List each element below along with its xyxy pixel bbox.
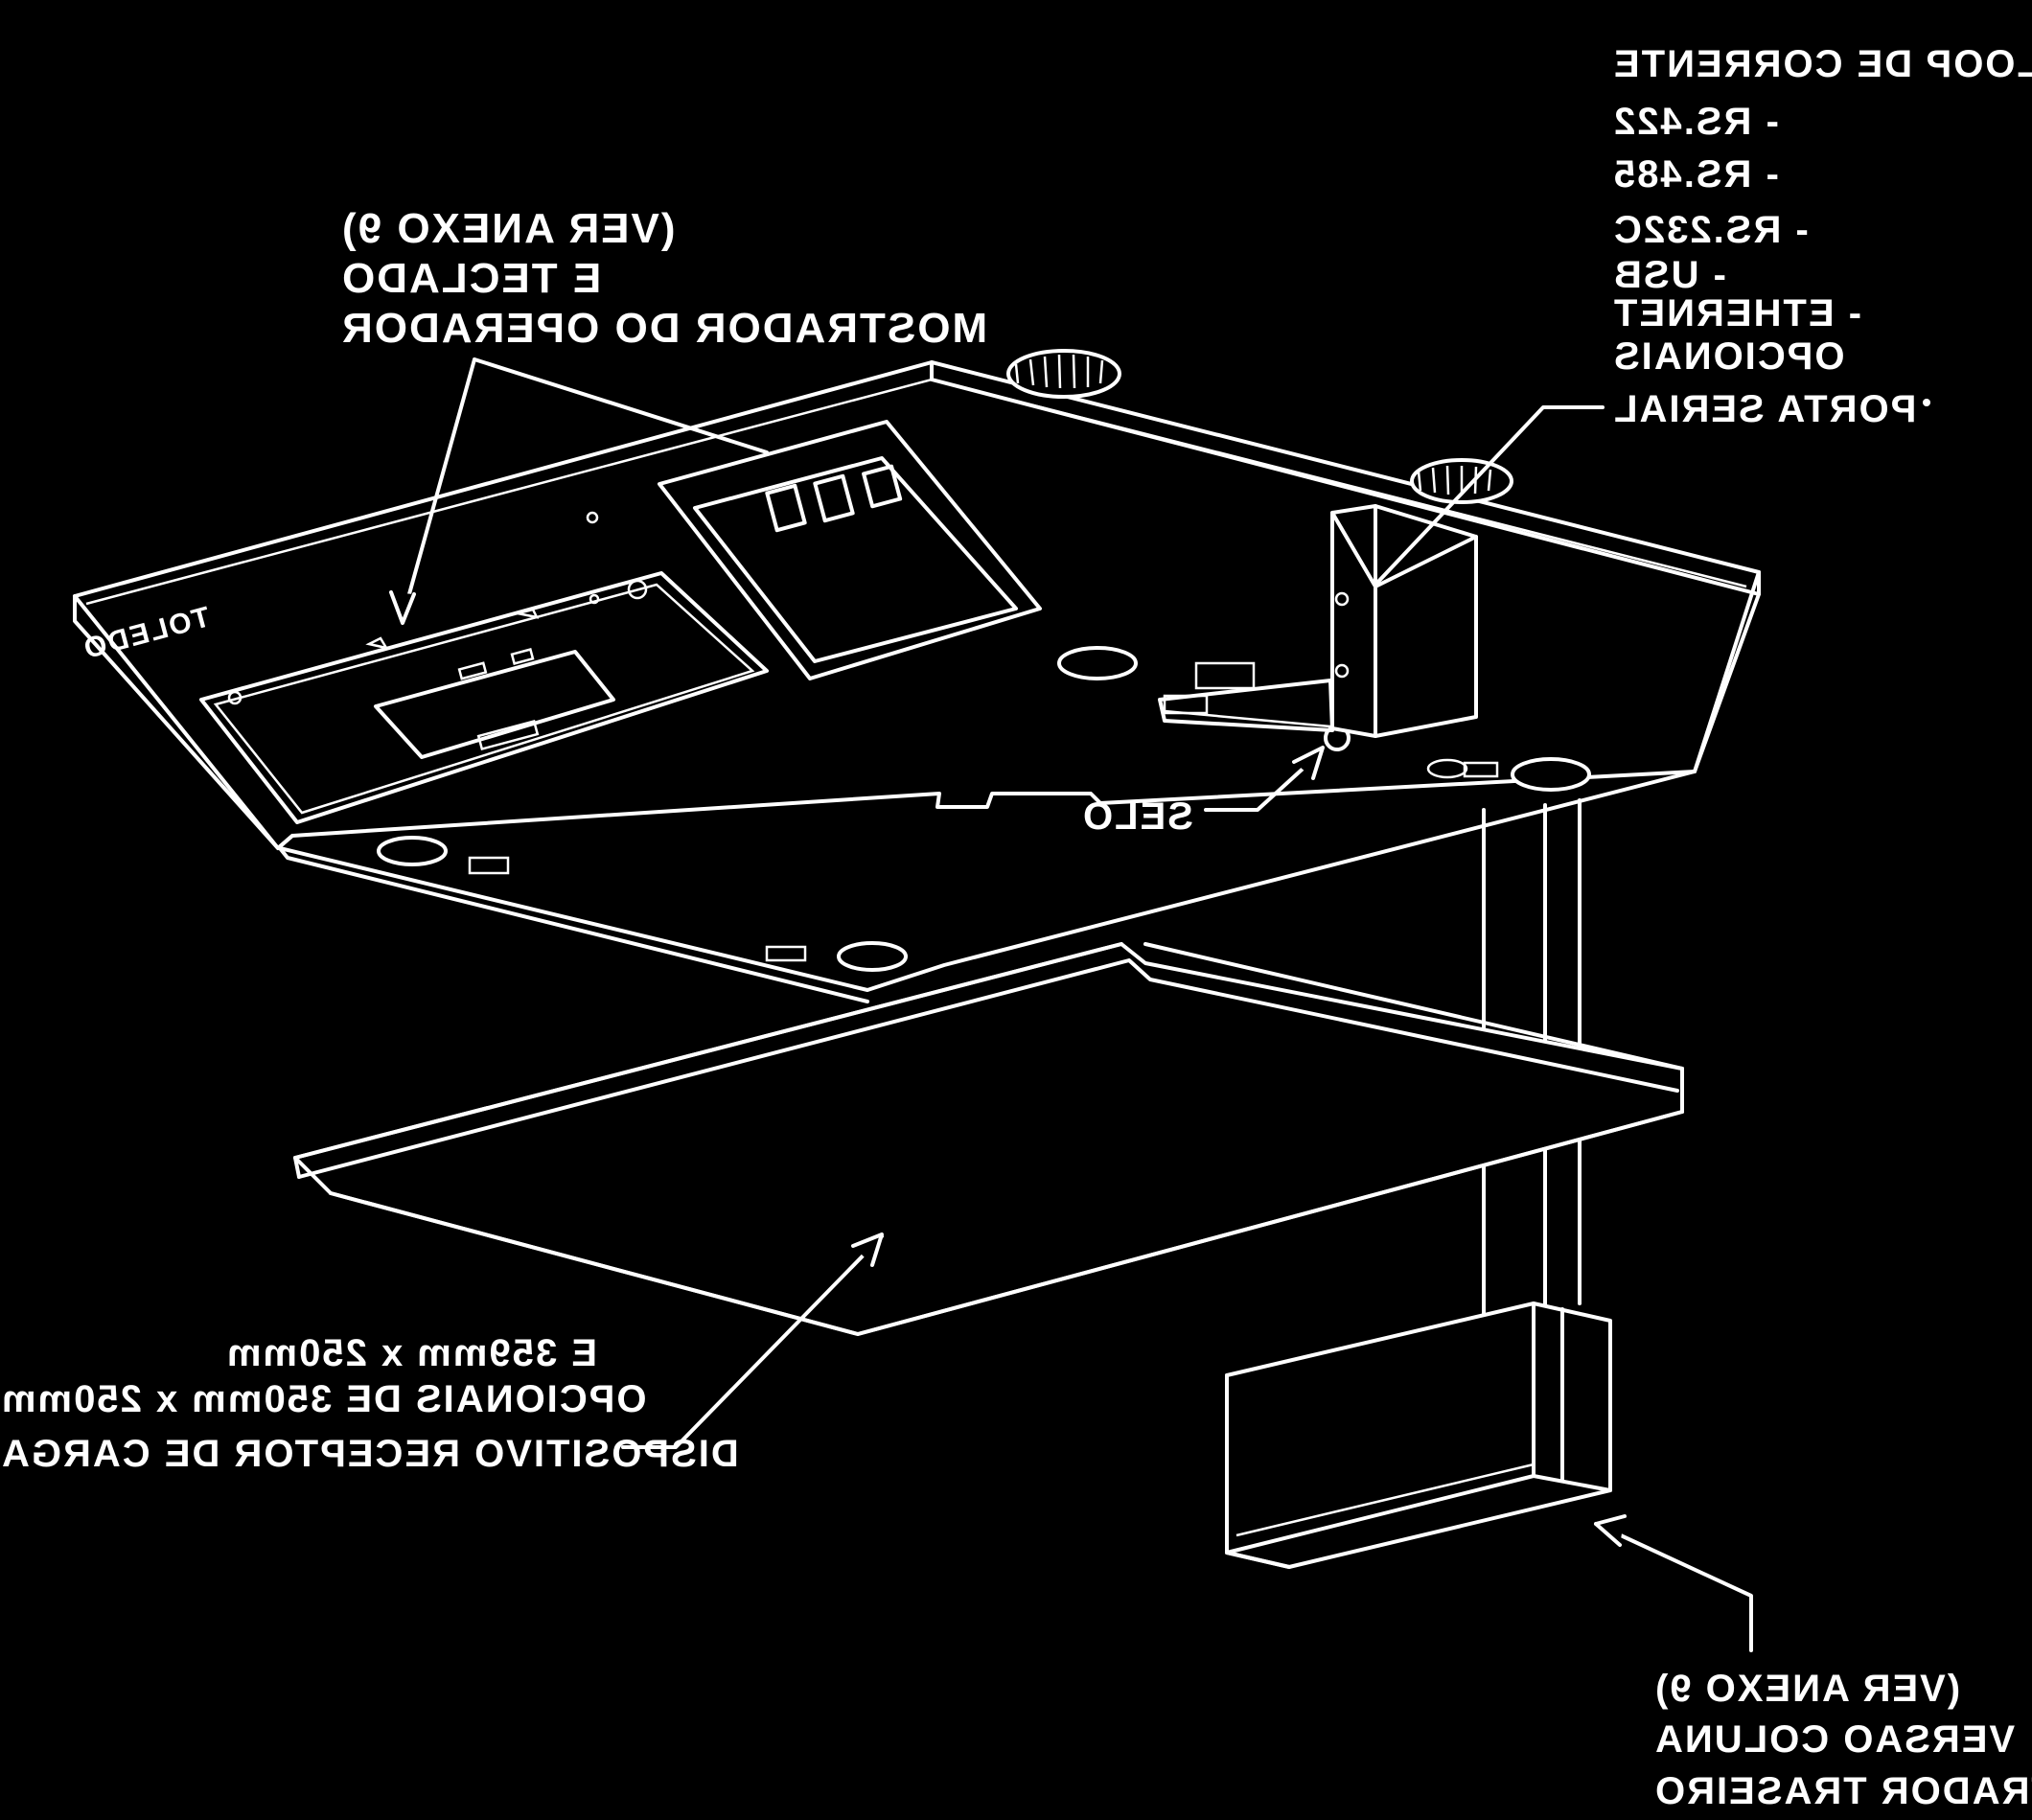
rear-display-label-line2: VERSAO COLUNA	[1653, 1718, 2015, 1761]
platter-label-line1: E 359mm x 250mm	[225, 1332, 597, 1374]
serial-option-rs232c: - RS.232C	[1612, 209, 1809, 251]
serial-option-usb: - USB	[1612, 254, 1726, 296]
keyboard-panel	[586, 420, 1042, 680]
seal-label: SELO	[1081, 795, 1193, 838]
serial-option-current-loop: - LOOP DE CORRENTE	[1612, 43, 2032, 85]
operator-display-label-line3: MOSTRADOR DO OPERADOR	[340, 305, 987, 352]
operator-display-label-line2: E TECLADO	[340, 255, 601, 302]
leveling-knobs	[377, 349, 1591, 972]
serial-option-rs485: - RS.485	[1612, 153, 1779, 196]
label-seal: SELO	[1081, 795, 1193, 838]
serial-port-title-line1: OPCIONAIS	[1612, 335, 1844, 378]
label-serial-options: - LOOP DE CORRENTE - RS.422 - RS.485 - R…	[1612, 43, 2032, 430]
platter-label-line2: OPCIONAIS DE 350mm x 250mm	[0, 1378, 646, 1420]
platter-label-line3: DISPOSITIVO RECEPTOR DE CARGA	[0, 1433, 739, 1475]
serial-option-rs422: - RS.422	[1612, 101, 1779, 143]
label-operator-display: (VER ANEXO 9) E TECLADO MOSTRADOR DO OPE…	[340, 205, 987, 352]
rear-display-label-line1: (VER ANEXO 9)	[1653, 1668, 1960, 1710]
serial-option-ethernet: - ETHERNET	[1612, 292, 1861, 334]
leader-lines	[389, 357, 1930, 1652]
load-platter	[293, 942, 1684, 1336]
rear-display-label-line3: MOSTRADOR TRASEIRO	[1653, 1770, 2032, 1812]
rear-column-housing	[1330, 504, 1478, 738]
label-rear-display: (VER ANEXO 9) VERSAO COLUNA MOSTRADOR TR…	[1653, 1668, 2032, 1812]
serial-port-title-line2: PORTA SERIAL	[1612, 388, 1916, 430]
label-platter: E 359mm x 250mm OPCIONAIS DE 350mm x 250…	[0, 1332, 739, 1475]
operator-display-label-line1: (VER ANEXO 9)	[340, 205, 676, 252]
rear-display-box	[1225, 1302, 1612, 1569]
